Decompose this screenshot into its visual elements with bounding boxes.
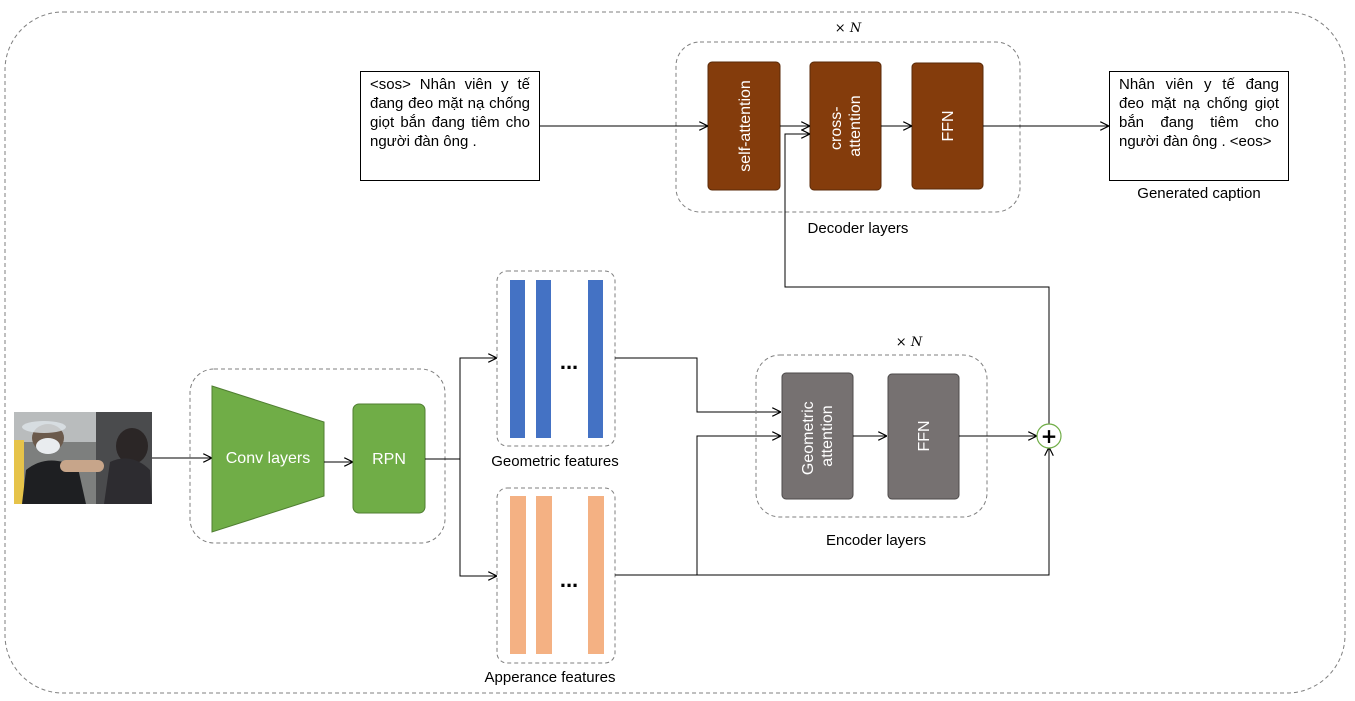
- decoder-repeat-label: × N: [835, 21, 862, 36]
- output-caption-text: Nhân viên y tế đang đeo mặt nạ chống giọ…: [1119, 76, 1279, 150]
- decoder-layers-label: Decoder layers: [808, 220, 909, 237]
- geometric-bar: [588, 280, 603, 438]
- sum-node: [1036, 423, 1062, 449]
- cross-attention-block: [809, 61, 882, 191]
- appearance-to-encoder-arrow: [615, 436, 780, 576]
- rpn-to-geometric-arrow: [459, 358, 496, 459]
- geometric-attention-block: [781, 372, 854, 500]
- encoder-to-cross-attention-arrow: [784, 134, 1050, 425]
- conv-layers-label: Conv layers: [226, 450, 310, 467]
- encoder-ffn-label: FFN: [916, 420, 933, 451]
- geometric-features-label: Geometric features: [491, 453, 619, 470]
- appearance-features-label: Apperance features: [485, 669, 616, 686]
- encoder-layers-label: Encoder layers: [826, 532, 926, 549]
- appearance-bar: [510, 496, 526, 654]
- geometric-bar: [536, 280, 551, 438]
- geometric-ellipsis: ...: [560, 349, 578, 374]
- plus-icon: +: [1041, 424, 1058, 448]
- rpn-to-appearance-arrow: [459, 459, 496, 576]
- output-caption-box: Nhân viên y tế đang đeo mặt nạ chống giọ…: [1109, 71, 1289, 181]
- geometric-to-encoder-arrow: [615, 357, 780, 412]
- decoder-container: [675, 41, 1021, 213]
- appearance-bar: [588, 496, 604, 654]
- input-caption-box: <sos> Nhân viên y tế đang đeo mặt nạ chố…: [360, 71, 540, 181]
- cross-attention-label: cross- attention: [828, 95, 864, 156]
- rpn-label: RPN: [372, 451, 406, 468]
- outer-frame: [4, 11, 1346, 694]
- appearance-ellipsis: ...: [560, 567, 578, 592]
- conv-layers-block: [211, 385, 325, 533]
- appearance-bar: [536, 496, 552, 654]
- geometric-bar: [510, 280, 525, 438]
- encoder-repeat-label: × N: [896, 335, 923, 350]
- encoder-container: [755, 354, 988, 518]
- geometric-attention-label: Geometric attention: [800, 397, 836, 475]
- backbone-container: [189, 368, 446, 544]
- input-photo: [14, 412, 152, 504]
- decoder-ffn-label: FFN: [940, 110, 957, 141]
- appearance-to-sum-arrow: [697, 448, 1049, 576]
- self-attention-label: self-attention: [737, 80, 754, 172]
- input-caption-text: <sos> Nhân viên y tế đang đeo mặt nạ chố…: [370, 76, 530, 150]
- generated-caption-label: Generated caption: [1137, 185, 1260, 202]
